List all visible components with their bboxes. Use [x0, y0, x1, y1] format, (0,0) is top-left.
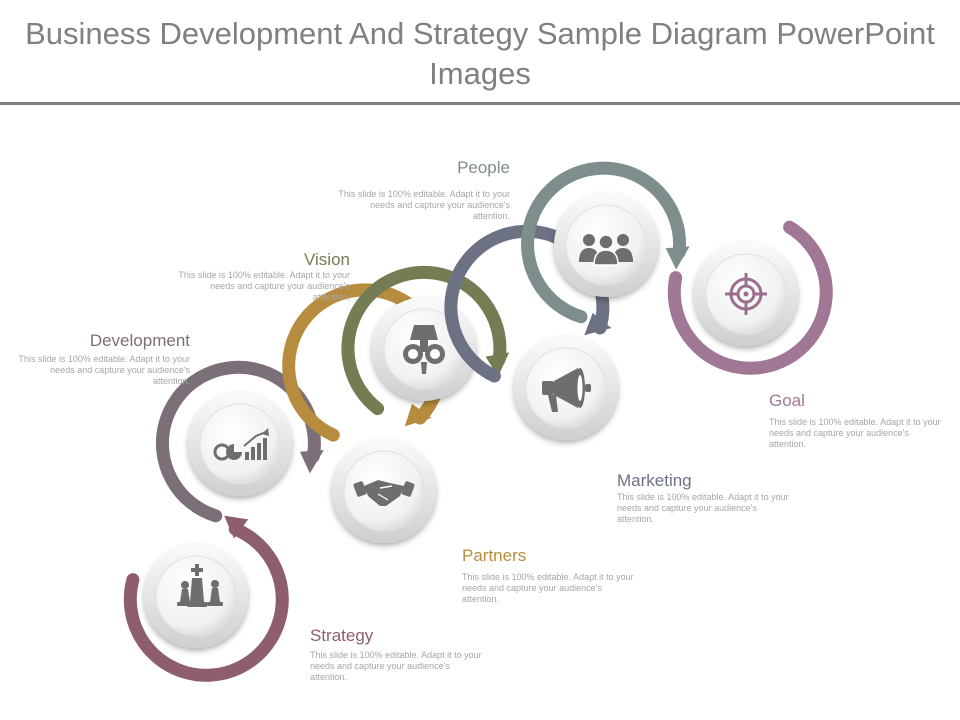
- development-ring-arrowhead: [299, 450, 324, 474]
- development-description: This slide is 100% editable. Adapt it to…: [18, 354, 190, 386]
- strategy-ring-arc: [123, 522, 289, 682]
- binoculars-icon: [403, 325, 445, 374]
- step-development: [155, 360, 324, 523]
- marketing-description: This slide is 100% editable. Adapt it to…: [617, 492, 789, 524]
- marketing-label: Marketing: [617, 471, 692, 490]
- goal-label: Goal: [769, 391, 805, 410]
- step-goal: [667, 220, 833, 375]
- goal-description: This slide is 100% editable. Adapt it to…: [769, 417, 941, 449]
- goal-ring-arc: [667, 220, 833, 375]
- vision-ring-arc: [341, 265, 507, 416]
- vision-label: Vision: [304, 250, 350, 269]
- slide-title: Business Development And Strategy Sample…: [25, 16, 935, 91]
- strategy-ring-arrowhead: [224, 515, 249, 539]
- partners-label: Partners: [462, 546, 527, 565]
- partners-description: This slide is 100% editable. Adapt it to…: [462, 572, 634, 604]
- marketing-ring-arrowhead: [584, 313, 612, 336]
- handshake-icon: [353, 480, 415, 506]
- development-disc-face: [199, 403, 281, 485]
- development-label: Development: [89, 331, 190, 350]
- people-ring-arc: [521, 161, 687, 324]
- vision-ring-arrowhead: [485, 352, 510, 377]
- strategy-label: Strategy: [310, 626, 374, 645]
- megaphone-icon: [542, 368, 591, 412]
- chess-icon: [177, 564, 223, 607]
- team-icon: [579, 234, 633, 266]
- partners-ring-arrowhead: [404, 403, 432, 427]
- step-vision: [341, 265, 510, 416]
- step-strategy: [123, 515, 289, 682]
- step-partners: [282, 283, 448, 543]
- people-label: People: [457, 158, 510, 177]
- strategy-description: This slide is 100% editable. Adapt it to…: [310, 650, 482, 682]
- people-description: This slide is 100% editable. Adapt it to…: [338, 189, 510, 221]
- step-people: [521, 161, 690, 324]
- people-ring-arrowhead: [665, 246, 690, 270]
- title-divider: [0, 102, 960, 105]
- vision-description: This slide is 100% editable. Adapt it to…: [178, 270, 350, 302]
- target-icon: [725, 273, 767, 315]
- growth-chart-icon: [213, 428, 269, 461]
